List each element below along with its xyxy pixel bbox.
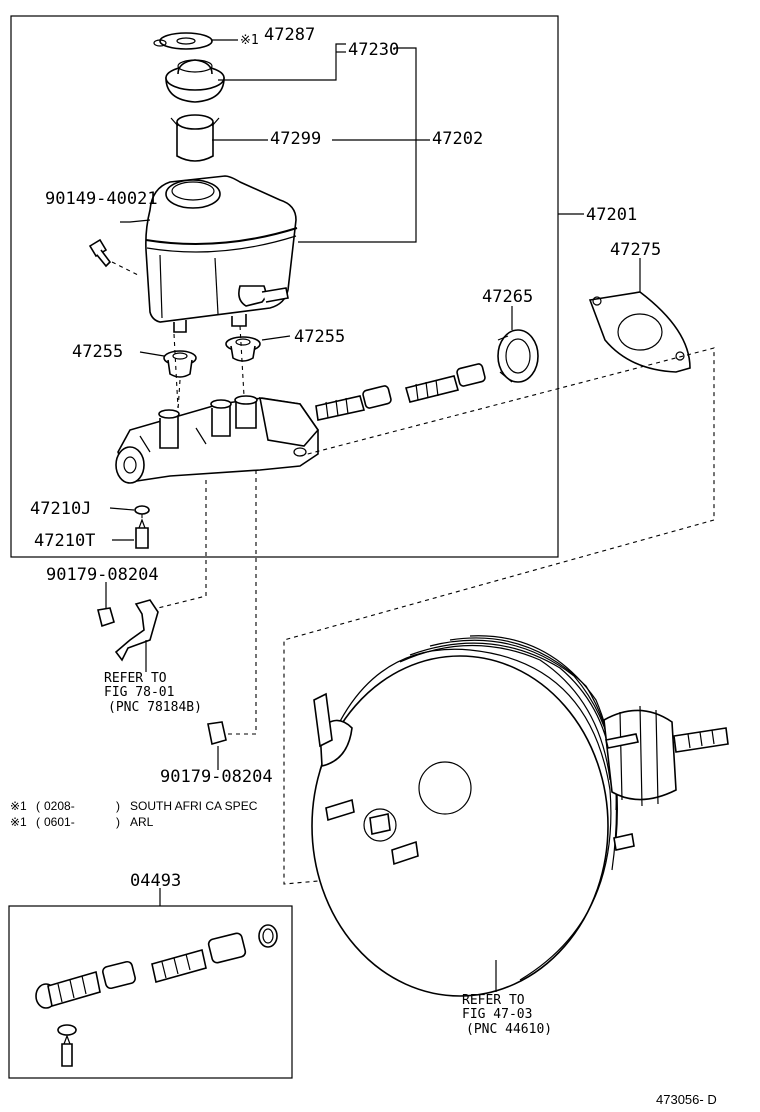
label-47275: 47275 (610, 240, 661, 260)
ref-fig47-line3: (PNC 44610) (466, 1022, 552, 1037)
footnote-1-open: ( (36, 799, 40, 813)
footnote-2-close: ) (116, 815, 120, 829)
ref-fig47-line1: REFER TO (462, 993, 525, 1008)
ref-fig78-line1: REFER TO (104, 671, 167, 686)
label-47230: 47230 (348, 40, 399, 60)
nut-bottom-part (207, 721, 227, 746)
washer-part (134, 505, 150, 515)
footnote-2-open: ( (36, 815, 40, 829)
ref-fig78-line3: (PNC 78184B) (108, 700, 202, 715)
footnote-2: ※1 ( 0601- ) ARL (10, 815, 154, 829)
footnote-1-mark: ※1 (10, 799, 27, 813)
footnote-1: ※1 ( 0208- ) SOUTH AFRI CA SPEC (10, 799, 258, 813)
figure-id: 473056- D (656, 1092, 717, 1107)
grommet-left-part (163, 350, 197, 378)
label-47210J: 47210J (30, 499, 91, 519)
cap-gasket-part (153, 32, 213, 50)
primary-piston-part (315, 385, 392, 421)
bleeder-valve-part (135, 518, 149, 549)
label-47255-left: 47255 (72, 342, 123, 362)
strainer-part (170, 114, 220, 162)
label-47299: 47299 (270, 129, 321, 149)
grommet-right-part (225, 336, 261, 362)
reference-fig47: REFER TO FIG 47-03 (PNC 44610) (462, 993, 552, 1037)
footnote-2-text: ARL (130, 815, 154, 829)
label-47265: 47265 (482, 287, 533, 307)
footnote-1-date: 0208- (44, 799, 75, 813)
repair-kit-parts (35, 924, 278, 1067)
mark-47287: ※1 (240, 33, 259, 48)
booster-gasket-part (588, 291, 691, 373)
label-47201: 47201 (586, 205, 637, 225)
line-bracket-part (114, 599, 159, 662)
seal-part (497, 329, 539, 383)
label-47287: 47287 (264, 25, 315, 45)
label-47202: 47202 (432, 129, 483, 149)
reservoir-screw-part (88, 238, 141, 277)
footnote-1-text: SOUTH AFRI CA SPEC (130, 799, 258, 813)
reference-fig78: REFER TO FIG 78-01 (PNC 78184B) (104, 671, 202, 715)
label-90179-08204-bottom: 90179-08204 (160, 767, 273, 787)
footnote-2-mark: ※1 (10, 815, 27, 829)
label-04493: 04493 (130, 871, 181, 891)
reservoir-tank-part (145, 175, 298, 333)
secondary-piston-part (405, 363, 486, 403)
ref-fig47-line2: FIG 47-03 (462, 1007, 532, 1022)
reservoir-cap-part (165, 59, 225, 103)
ref-fig78-line2: FIG 78-01 (104, 685, 174, 700)
master-cylinder-body-part (115, 325, 320, 484)
footnote-2-date: 0601- (44, 815, 75, 829)
repair-kit-frame (8, 905, 293, 1079)
master-cylinder-frame (10, 15, 559, 558)
brake-booster-part (311, 635, 729, 997)
label-90149-40021: 90149-40021 (45, 189, 158, 209)
label-90179-08204-top: 90179-08204 (46, 565, 159, 585)
label-47255-right: 47255 (294, 327, 345, 347)
footnote-1-close: ) (116, 799, 120, 813)
nut-top-part (97, 607, 115, 628)
label-47210T: 47210T (34, 531, 95, 551)
